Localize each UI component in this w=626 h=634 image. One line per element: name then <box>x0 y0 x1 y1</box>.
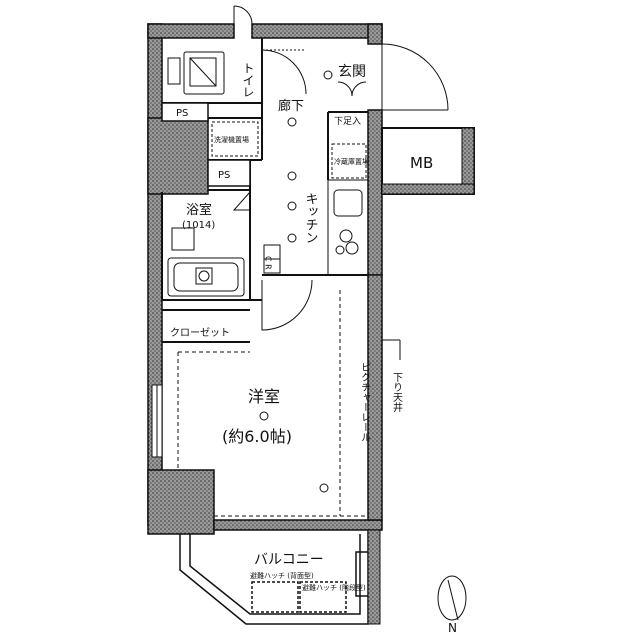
ceiling-lights <box>259 70 333 493</box>
entrance-label: 玄関 <box>338 63 366 80</box>
bathroom-size-label: (1014) <box>182 220 215 231</box>
outer-walls <box>147 23 383 535</box>
toilet-fixture <box>167 49 307 95</box>
north-label: N <box>448 621 457 634</box>
fridge-label: 冷蔵庫置場 <box>334 157 369 166</box>
mb-box <box>381 127 475 195</box>
mb-label: MB <box>410 154 433 172</box>
lowered-ceiling-label: 下り天井 <box>391 372 403 413</box>
closet-label: クローゼット <box>170 327 230 339</box>
balcony-label: バルコニー <box>254 552 324 568</box>
leader-line <box>382 339 401 360</box>
ps-label-mid: PS <box>218 170 230 181</box>
ceiling-lines <box>177 290 368 517</box>
fridge-area <box>331 143 367 179</box>
bath-unit <box>167 191 251 297</box>
washer-area <box>211 121 259 157</box>
hatch-right-label: 避難ハッチ (階段型) <box>302 583 366 592</box>
ps-boxes <box>161 102 251 187</box>
ps-label-top: PS <box>176 108 188 119</box>
hallway-label: 廊下 <box>278 98 304 114</box>
western-room-label: 洋室 <box>248 387 280 406</box>
bathroom-label: 浴室 <box>186 202 212 218</box>
balcony-parapet <box>367 529 381 625</box>
toilet-door <box>233 5 253 25</box>
western-room-size-label: (約6.0帖) <box>222 427 292 446</box>
room-door <box>261 279 313 331</box>
washer-label: 洗濯機置場 <box>214 135 249 144</box>
picture-rail-label: ピクチャーレール <box>359 362 371 442</box>
left-window <box>151 384 163 458</box>
entrance-door <box>337 43 449 111</box>
kitchen-label: キッチン <box>303 192 318 244</box>
hatch-left-label: 避難ハッチ (背面型) <box>250 571 314 580</box>
cr-box <box>263 244 281 274</box>
toilet-label: トイレ <box>241 62 255 98</box>
shoe-cabinet-label: 下足入 <box>334 116 361 127</box>
kitchen-counter <box>327 179 369 276</box>
compass-icon <box>437 575 467 621</box>
cr-label: C R <box>264 256 273 270</box>
